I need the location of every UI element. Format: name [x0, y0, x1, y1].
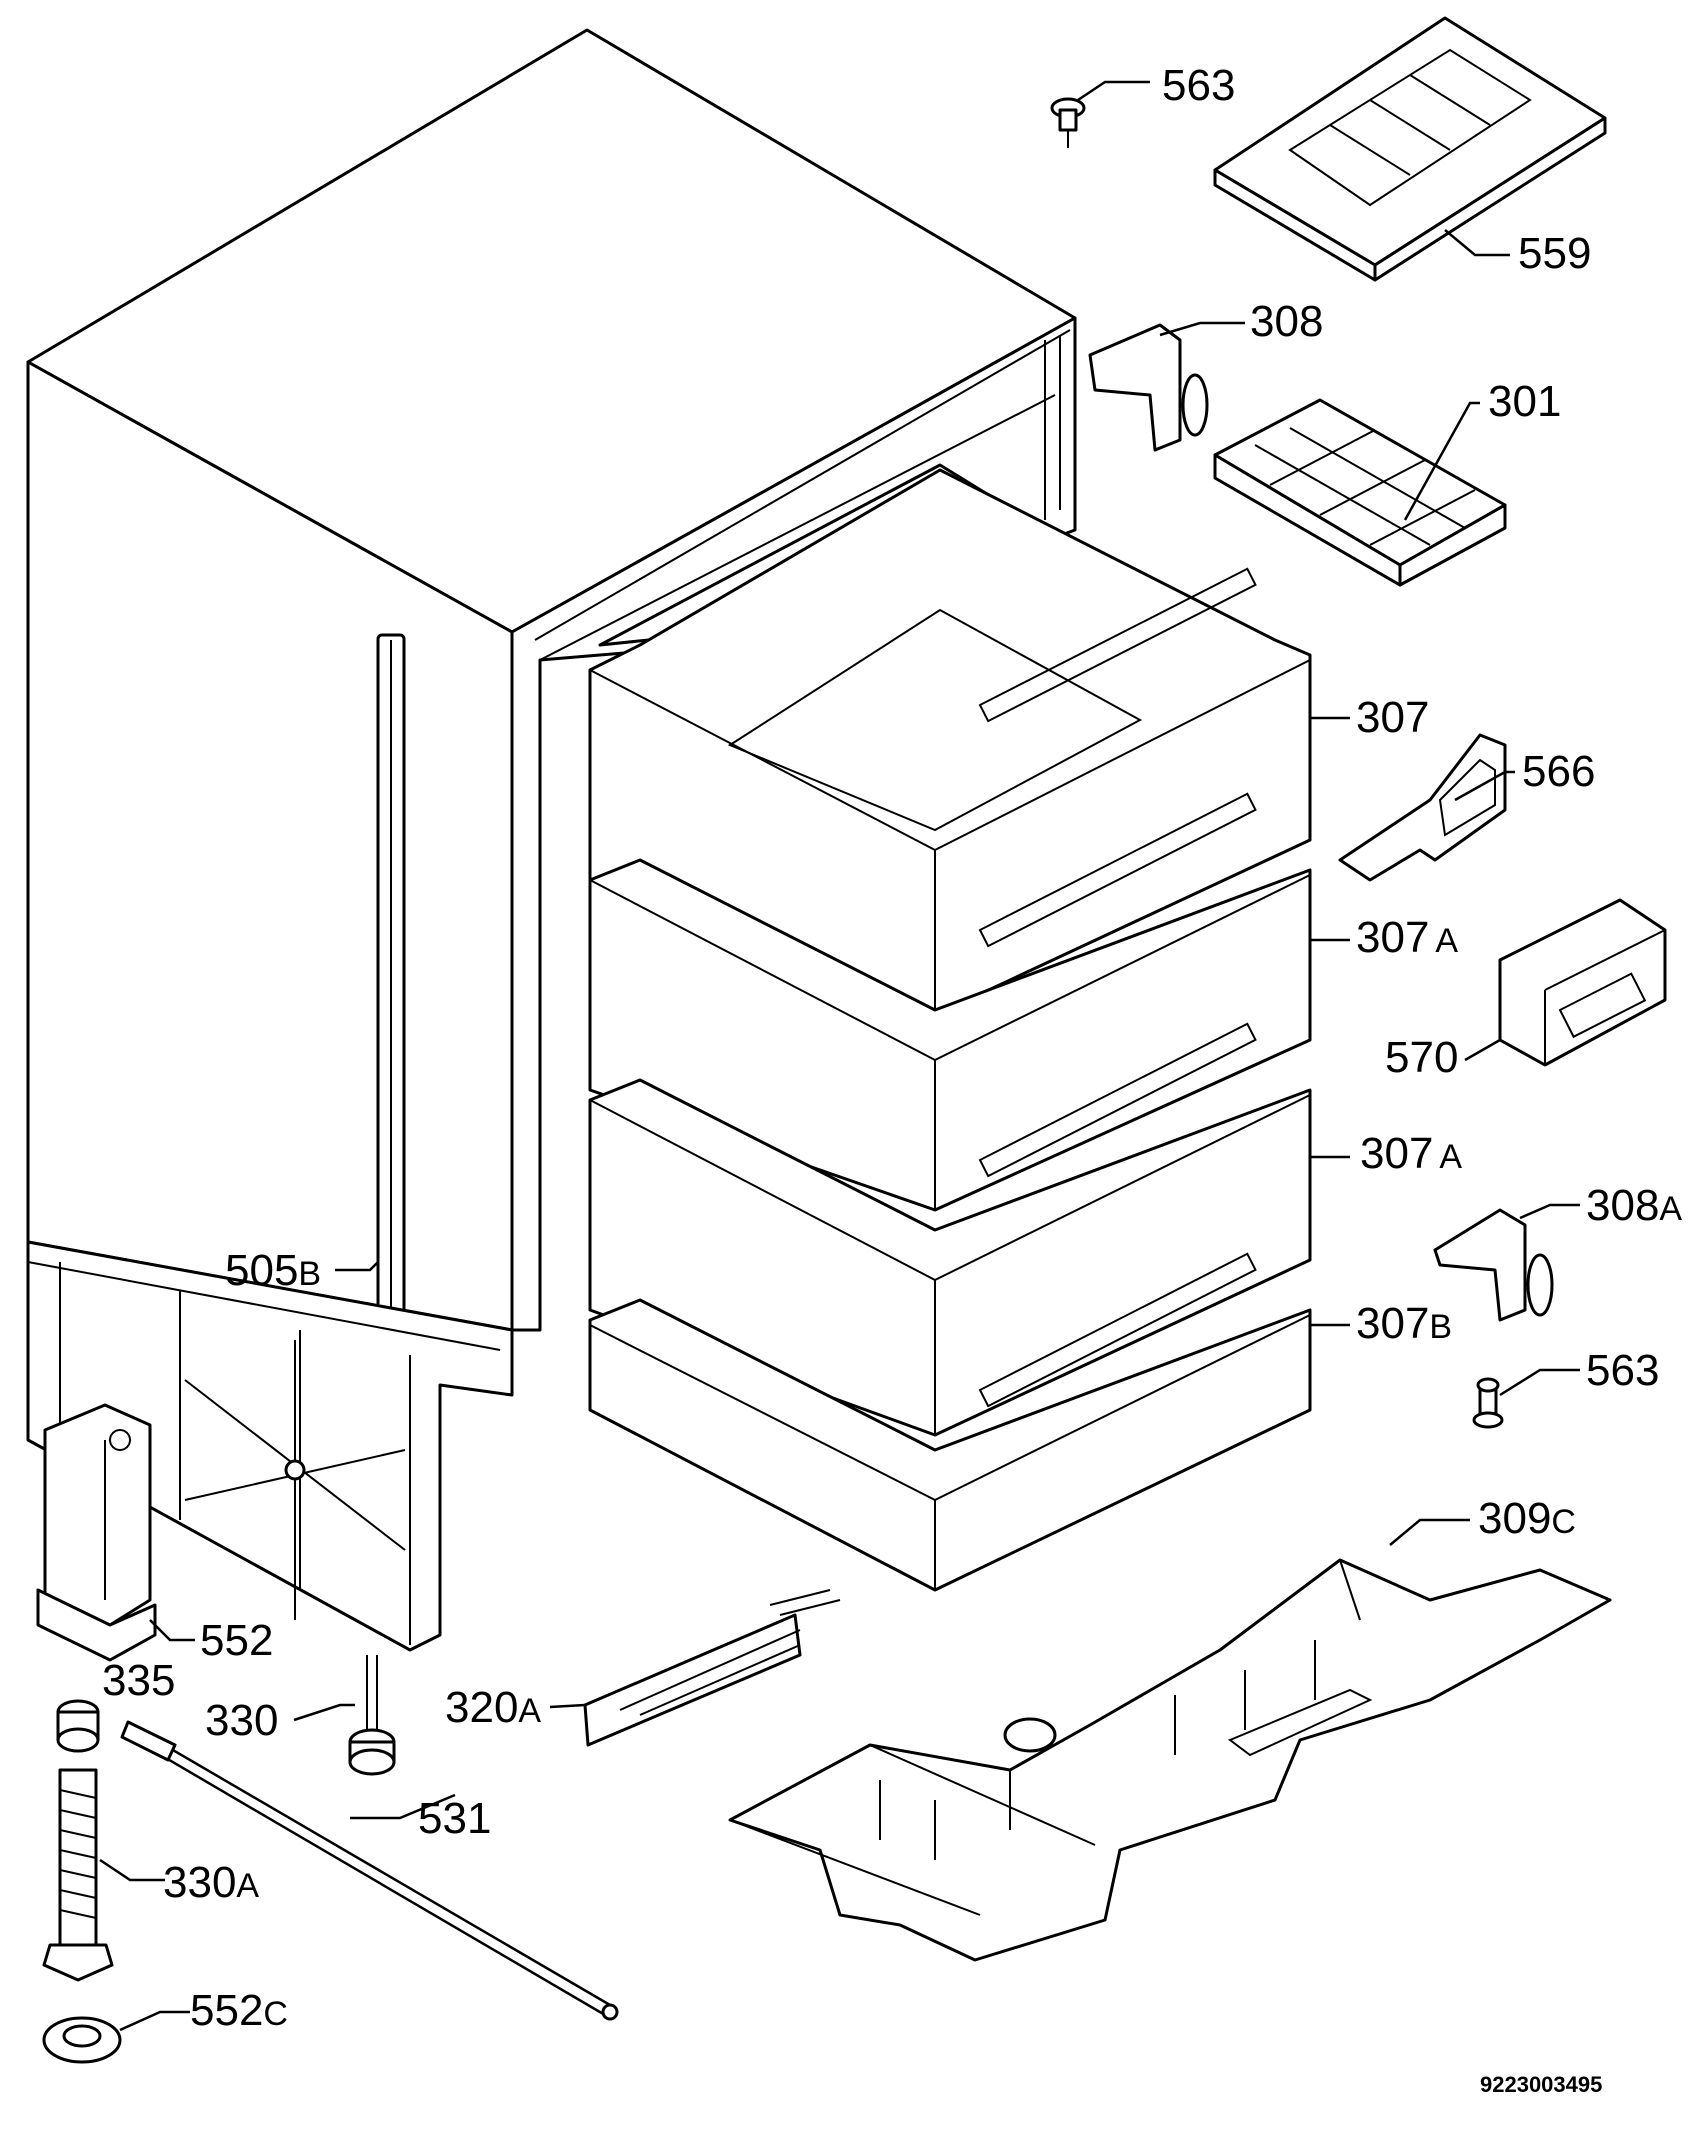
foot-330	[348, 1655, 396, 1776]
label-330a: 330A	[163, 1858, 259, 1907]
adjusting-rod-531	[120, 1720, 619, 2021]
screw-563-top	[1050, 97, 1086, 148]
label-531: 531	[418, 1794, 491, 1843]
box-570	[1498, 898, 1667, 1067]
label-563-bottom: 563	[1586, 1346, 1659, 1395]
label-552c: 552C	[190, 1986, 288, 2035]
label-301: 301	[1488, 377, 1561, 426]
label-307b: 307B	[1356, 1299, 1452, 1348]
foot-screw-330a	[42, 1768, 114, 1982]
label-570: 570	[1385, 1033, 1458, 1082]
leader-lines	[99, 80, 1580, 2032]
drawer-307	[588, 463, 1312, 1017]
label-330: 330	[205, 1696, 278, 1745]
bracket-552	[36, 1403, 157, 1662]
ice-pack-559	[1213, 16, 1607, 282]
label-335: 335	[102, 1656, 175, 1705]
hinge-308a	[1433, 1208, 1554, 1322]
label-552: 552	[200, 1616, 273, 1665]
label-320a: 320A	[445, 1683, 541, 1732]
label-307: 307	[1356, 693, 1429, 742]
hinge-308	[1088, 323, 1209, 452]
drawing-code: 9223003495	[1480, 2072, 1602, 2097]
label-566: 566	[1522, 747, 1595, 796]
label-559: 559	[1518, 229, 1591, 278]
label-563-top: 563	[1162, 61, 1235, 110]
ice-tray-301	[1213, 398, 1507, 587]
screw-563-bottom	[1472, 1377, 1504, 1429]
label-308: 308	[1250, 297, 1323, 346]
label-308a: 308A	[1586, 1181, 1682, 1230]
cover-tray-309c	[728, 1558, 1612, 1962]
drawer-307b	[588, 1252, 1312, 1592]
plinth-320a	[583, 1589, 841, 1747]
gear-335	[56, 1699, 100, 1753]
ice-scraper-566	[1338, 733, 1507, 882]
label-505b: 505B	[225, 1246, 321, 1295]
label-309c: 309C	[1478, 1494, 1576, 1543]
cap-552c	[42, 2016, 122, 2064]
